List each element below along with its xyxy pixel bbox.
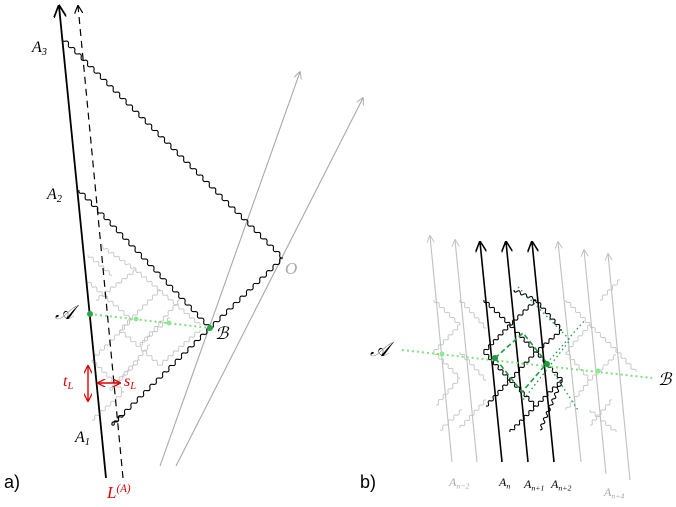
ghost-segment-3 bbox=[91, 391, 125, 421]
ghost-b-segment-0 bbox=[433, 299, 461, 326]
ghost-b-segment-13 bbox=[615, 349, 637, 373]
ghost-lattice-b bbox=[433, 279, 637, 433]
worldline-n-plus-3 bbox=[558, 242, 582, 463]
wave-b-segment-9 bbox=[509, 379, 537, 407]
ghost-segment-1 bbox=[91, 319, 133, 361]
ghost-b-segment-17 bbox=[599, 279, 621, 301]
worldline-n bbox=[480, 242, 503, 463]
wave-b-segment-8 bbox=[485, 379, 511, 407]
point-n2 bbox=[544, 361, 550, 367]
green-point-mid1 bbox=[133, 316, 139, 322]
signal-a3-out bbox=[61, 37, 284, 259]
signal-paths bbox=[61, 37, 284, 426]
label-script-b: ℬ bbox=[215, 324, 229, 344]
wave-b-segment-0 bbox=[483, 299, 511, 326]
ghost-b-segment-6 bbox=[459, 399, 487, 429]
worldline-n-plus-1 bbox=[506, 242, 529, 463]
green-point-mid2 bbox=[166, 320, 172, 326]
point-n bbox=[492, 355, 498, 361]
ghost-segment-11 bbox=[159, 329, 201, 366]
wave-b-segment-10 bbox=[535, 379, 563, 407]
signal-a2-out bbox=[78, 189, 211, 329]
ghost-b-segment-16 bbox=[439, 409, 463, 431]
label-a-n-plus-1: An+1 bbox=[524, 477, 545, 493]
label-script-a: 𝒜 bbox=[55, 300, 74, 324]
worldline-n-plus-2 bbox=[532, 242, 555, 463]
green-dotted-line bbox=[89, 313, 211, 329]
ghost-segment-8 bbox=[139, 299, 181, 346]
ghost-segment-6 bbox=[99, 244, 137, 271]
wave-b-segment-13 bbox=[539, 379, 563, 431]
green-lightcone bbox=[517, 286, 586, 411]
label-a2: A2 bbox=[47, 186, 62, 206]
ghost-b-segment-11 bbox=[589, 354, 617, 381]
wave-b-segment-1 bbox=[483, 324, 511, 353]
ghost-segment-5 bbox=[135, 269, 201, 326]
worldline-n-minus-3 bbox=[430, 236, 453, 463]
ghost-b-segment-14 bbox=[589, 409, 617, 433]
ghost-b-segment-9 bbox=[589, 324, 617, 351]
signal-return-a1 bbox=[111, 327, 211, 426]
ghost-b-segment-1 bbox=[433, 324, 461, 353]
ghost-segment-0 bbox=[85, 279, 133, 321]
label-script-a-b: 𝒜 bbox=[370, 337, 389, 361]
signal-a1-stub bbox=[111, 414, 124, 426]
wave-b-segment-5 bbox=[483, 351, 511, 381]
wave-b-segment-6 bbox=[509, 351, 537, 381]
ghost-segment-7 bbox=[119, 289, 161, 331]
ghost-b-segment-2 bbox=[433, 351, 461, 379]
signal-paths-b bbox=[483, 289, 563, 433]
label-t-l: tL bbox=[63, 373, 74, 393]
label-s-l: sL bbox=[124, 373, 137, 393]
point-a bbox=[87, 311, 93, 317]
panel-a-diagram bbox=[59, 6, 363, 479]
label-a-n-plus-2: An+2 bbox=[551, 477, 572, 493]
ghost-b-segment-12 bbox=[565, 379, 591, 411]
label-a1: A1 bbox=[75, 429, 90, 449]
worldline-n-plus-4 bbox=[584, 250, 607, 475]
wave-b-segment-14 bbox=[513, 289, 537, 302]
ghost-b-segment-4 bbox=[459, 299, 487, 329]
wave-b-segment-3 bbox=[535, 299, 563, 331]
worldlines-b bbox=[430, 236, 631, 481]
label-a-n-minus-2: An−2 bbox=[449, 475, 470, 491]
signal-return-lower bbox=[209, 257, 284, 329]
label-o: O bbox=[285, 259, 298, 278]
label-a-n: An bbox=[499, 475, 511, 491]
ghost-b-segment-3 bbox=[435, 377, 461, 406]
ghost-segment-10 bbox=[119, 329, 161, 366]
ghost-b-segment-5 bbox=[459, 351, 487, 381]
observer-worldline-right bbox=[175, 98, 363, 467]
panel-b-tag: b) bbox=[360, 472, 377, 492]
worldline-n-minus-2 bbox=[455, 240, 478, 463]
panel-a-tag: a) bbox=[4, 472, 21, 492]
worldline-n-plus-5 bbox=[608, 254, 631, 481]
label-script-b-b: ℬ bbox=[658, 370, 672, 390]
green-dotted-line-b bbox=[401, 349, 653, 379]
point-b-b bbox=[595, 368, 601, 374]
label-a3: A3 bbox=[32, 39, 47, 59]
label-a-n-plus-4: An+4 bbox=[604, 485, 625, 501]
wave-b-segment-4 bbox=[509, 324, 537, 353]
point-b bbox=[207, 325, 213, 331]
wave-b-segment-12 bbox=[509, 405, 537, 433]
point-a-b bbox=[439, 351, 445, 357]
ghost-b-segment-15 bbox=[589, 399, 613, 426]
observer-worldline-left bbox=[159, 72, 300, 467]
label-l-a: L(A) bbox=[107, 483, 131, 503]
ghost-b-segment-7 bbox=[565, 299, 591, 326]
ghost-segment-4 bbox=[95, 269, 137, 301]
worldline-a bbox=[59, 6, 107, 479]
wave-b-segment-7 bbox=[535, 329, 563, 353]
panel-b-diagram bbox=[401, 236, 653, 481]
wave-b-segment-2 bbox=[509, 299, 537, 326]
green-diamond bbox=[493, 331, 549, 394]
ghost-segment-12 bbox=[87, 254, 113, 276]
